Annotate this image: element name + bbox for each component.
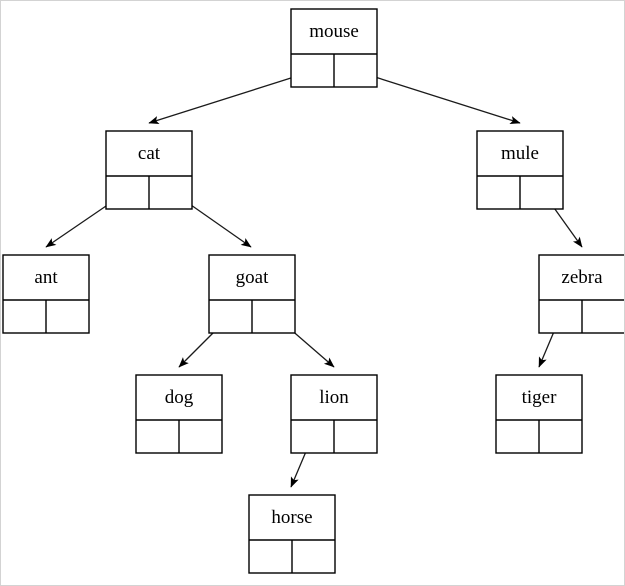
node-right-pointer-cell[interactable] — [334, 420, 377, 453]
node-left-pointer-cell[interactable] — [209, 300, 252, 333]
node-right-pointer-cell[interactable] — [520, 176, 563, 209]
node-right-pointer-cell[interactable] — [149, 176, 192, 209]
node-label: zebra — [561, 267, 603, 288]
node-left-pointer-cell[interactable] — [249, 540, 292, 573]
node-label: tiger — [522, 387, 557, 408]
tree-edge-mouse-to-cat — [148, 70, 314, 125]
node-label: lion — [319, 387, 349, 408]
node-left-pointer-cell[interactable] — [496, 420, 539, 453]
node-right-pointer-cell[interactable] — [46, 300, 89, 333]
node-label: mouse — [309, 21, 359, 42]
node-label: cat — [138, 143, 161, 164]
node-right-pointer-cell[interactable] — [252, 300, 295, 333]
tree-node-ant[interactable]: ant — [2, 254, 90, 334]
node-label: mule — [501, 143, 539, 164]
node-label: horse — [271, 507, 312, 528]
node-right-pointer-cell[interactable] — [582, 300, 625, 333]
tree-node-goat[interactable]: goat — [208, 254, 296, 334]
node-left-pointer-cell[interactable] — [136, 420, 179, 453]
node-label: ant — [34, 267, 58, 288]
tree-node-mule[interactable]: mule — [476, 130, 564, 210]
edge-line — [355, 70, 521, 125]
node-left-pointer-cell[interactable] — [539, 300, 582, 333]
node-left-pointer-cell[interactable] — [3, 300, 46, 333]
tree-node-mouse[interactable]: mouse — [290, 8, 378, 88]
edge-line — [148, 70, 314, 125]
tree-edge-mouse-to-mule — [355, 70, 521, 125]
tree-node-horse[interactable]: horse — [248, 494, 336, 574]
node-label: goat — [236, 267, 269, 288]
tree-node-zebra[interactable]: zebra — [538, 254, 625, 334]
tree-node-lion[interactable]: lion — [290, 374, 378, 454]
node-left-pointer-cell[interactable] — [291, 420, 334, 453]
tree-node-tiger[interactable]: tiger — [495, 374, 583, 454]
node-left-pointer-cell[interactable] — [477, 176, 520, 209]
node-right-pointer-cell[interactable] — [179, 420, 222, 453]
node-right-pointer-cell[interactable] — [334, 54, 377, 87]
node-right-pointer-cell[interactable] — [292, 540, 335, 573]
tree-node-cat[interactable]: cat — [105, 130, 193, 210]
node-left-pointer-cell[interactable] — [106, 176, 149, 209]
node-label: dog — [165, 387, 194, 408]
node-left-pointer-cell[interactable] — [291, 54, 334, 87]
tree-node-dog[interactable]: dog — [135, 374, 223, 454]
node-right-pointer-cell[interactable] — [539, 420, 582, 453]
nodes-layer: mouse cat mule ant goat zebra dog lion tiger hors… — [2, 8, 625, 574]
